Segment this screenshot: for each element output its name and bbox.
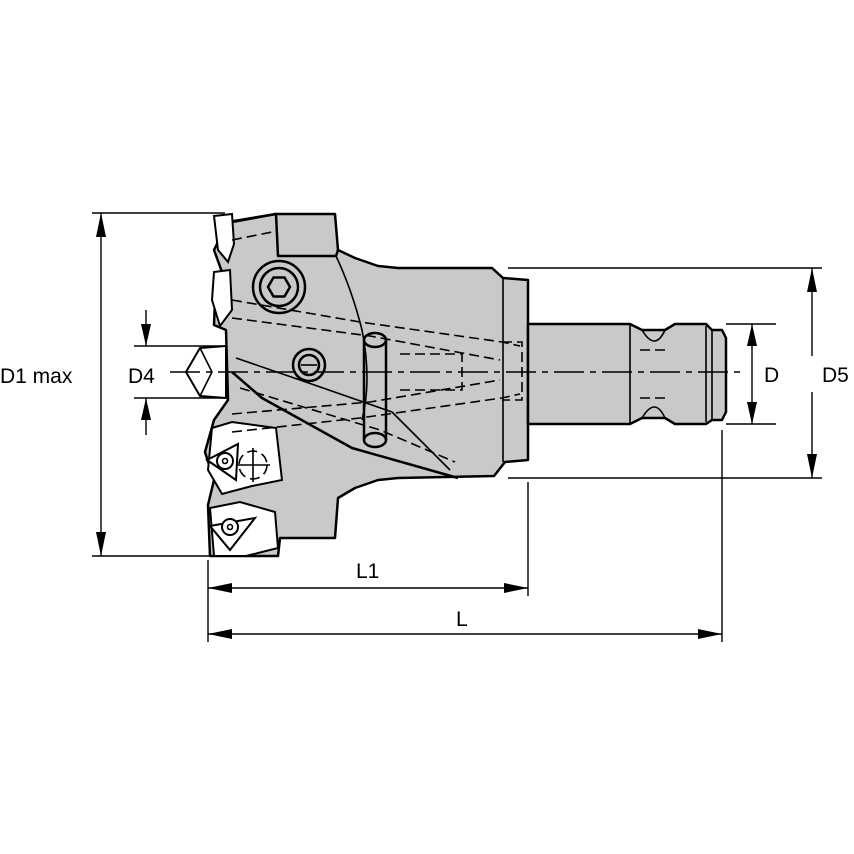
dim-d5: D5 bbox=[508, 267, 849, 479]
l1-arrow-right bbox=[504, 583, 528, 593]
cutter-head bbox=[170, 212, 740, 558]
dim-d4: D4 bbox=[128, 310, 226, 435]
upper-pocket bbox=[231, 212, 340, 258]
hidden-coolant-channel bbox=[239, 387, 456, 463]
dim-d: D bbox=[726, 323, 779, 425]
d1max-arrow-top bbox=[96, 213, 106, 237]
hidden-bore-upper bbox=[231, 299, 521, 347]
l1-arrow-left bbox=[208, 583, 232, 593]
d1max-arrow-bottom bbox=[96, 532, 106, 556]
l-label: L bbox=[456, 608, 468, 631]
shank-groove-bottom bbox=[641, 406, 666, 419]
d5-label: D5 bbox=[822, 364, 849, 387]
l-arrow-right bbox=[698, 629, 722, 639]
l-arrow-left bbox=[208, 629, 232, 639]
hidden-bore-upper-2 bbox=[231, 317, 501, 361]
hidden-shoulder bbox=[502, 341, 523, 401]
coolant-screw-outer bbox=[291, 347, 327, 383]
socket-screw-hex-icon bbox=[266, 276, 292, 298]
top-insert-2 bbox=[210, 268, 234, 329]
hidden-bore-lower bbox=[231, 393, 521, 433]
shank-groove-top bbox=[641, 329, 666, 342]
socket-screw-outer bbox=[251, 259, 307, 315]
d1max-label-bg bbox=[0, 360, 100, 390]
coolant-screw-inner bbox=[297, 353, 321, 377]
diagonal-flute-inner bbox=[235, 357, 451, 471]
cross-pin bbox=[362, 340, 388, 440]
d-arrow-top bbox=[747, 324, 757, 346]
hidden-bore-lower-2 bbox=[231, 379, 501, 415]
cross-pin-top bbox=[362, 331, 388, 349]
d5-arrow-top bbox=[807, 268, 817, 292]
d4-arrow-bottom bbox=[141, 398, 151, 420]
insert-screw-2 bbox=[221, 518, 239, 536]
socket-screw-inner bbox=[258, 266, 300, 308]
dim-l1: L1 bbox=[207, 482, 529, 642]
dim-l: L bbox=[208, 430, 723, 642]
top-insert-hidden bbox=[231, 231, 273, 241]
insert-screw-2-center bbox=[226, 523, 234, 531]
lower-insert-seat bbox=[206, 420, 284, 496]
insert-screw-1-center bbox=[221, 457, 229, 465]
insert-screw-1 bbox=[216, 452, 234, 470]
d4-label: D4 bbox=[128, 365, 155, 388]
d-label: D bbox=[764, 364, 779, 387]
top-insert bbox=[212, 212, 236, 265]
dim-d1max: D1 max bbox=[0, 212, 225, 557]
d4-arrow-top bbox=[141, 324, 151, 346]
d-arrow-bottom bbox=[747, 402, 757, 424]
upper-pocket-curve bbox=[335, 255, 368, 421]
cross-pin-bottom bbox=[362, 431, 388, 449]
d5-arrow-bottom bbox=[807, 454, 817, 478]
l1-label: L1 bbox=[356, 560, 379, 583]
d1max-label: D1 max bbox=[0, 365, 73, 388]
shank bbox=[526, 322, 728, 426]
